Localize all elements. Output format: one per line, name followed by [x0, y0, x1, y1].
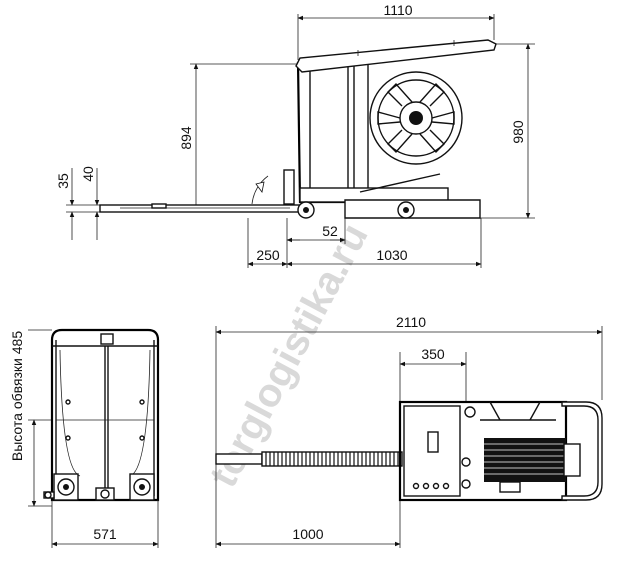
front-view: Высота обвязки 485 571: [9, 328, 160, 548]
dim-250: 250: [256, 247, 280, 263]
dim-40: 40: [80, 166, 96, 182]
dim-980: 980: [510, 120, 526, 144]
handle-loop: [561, 401, 603, 501]
dim-1110: 1110: [383, 2, 412, 18]
dim-1030: 1030: [376, 247, 407, 263]
dim-35: 35: [55, 173, 71, 189]
dim-1000: 1000: [292, 526, 323, 542]
top-view: 2110 350 1000: [215, 314, 603, 548]
strap-coil-top: [484, 438, 566, 482]
dim-52: 52: [322, 223, 338, 239]
table-arm-end: [215, 453, 263, 465]
control-panel: [427, 431, 439, 453]
dim-571: 571: [93, 526, 117, 542]
dim-894: 894: [178, 126, 194, 150]
dim-350: 350: [421, 346, 445, 362]
handle-bar: [295, 39, 497, 73]
strap-table: [99, 204, 301, 213]
strap-height-label: Высота обвязки 485: [9, 331, 25, 461]
dim-2110: 2110: [396, 314, 426, 330]
side-view: 1110 894 980 35 40 52 250 1030: [55, 2, 535, 268]
machine-body-front: [50, 328, 160, 502]
